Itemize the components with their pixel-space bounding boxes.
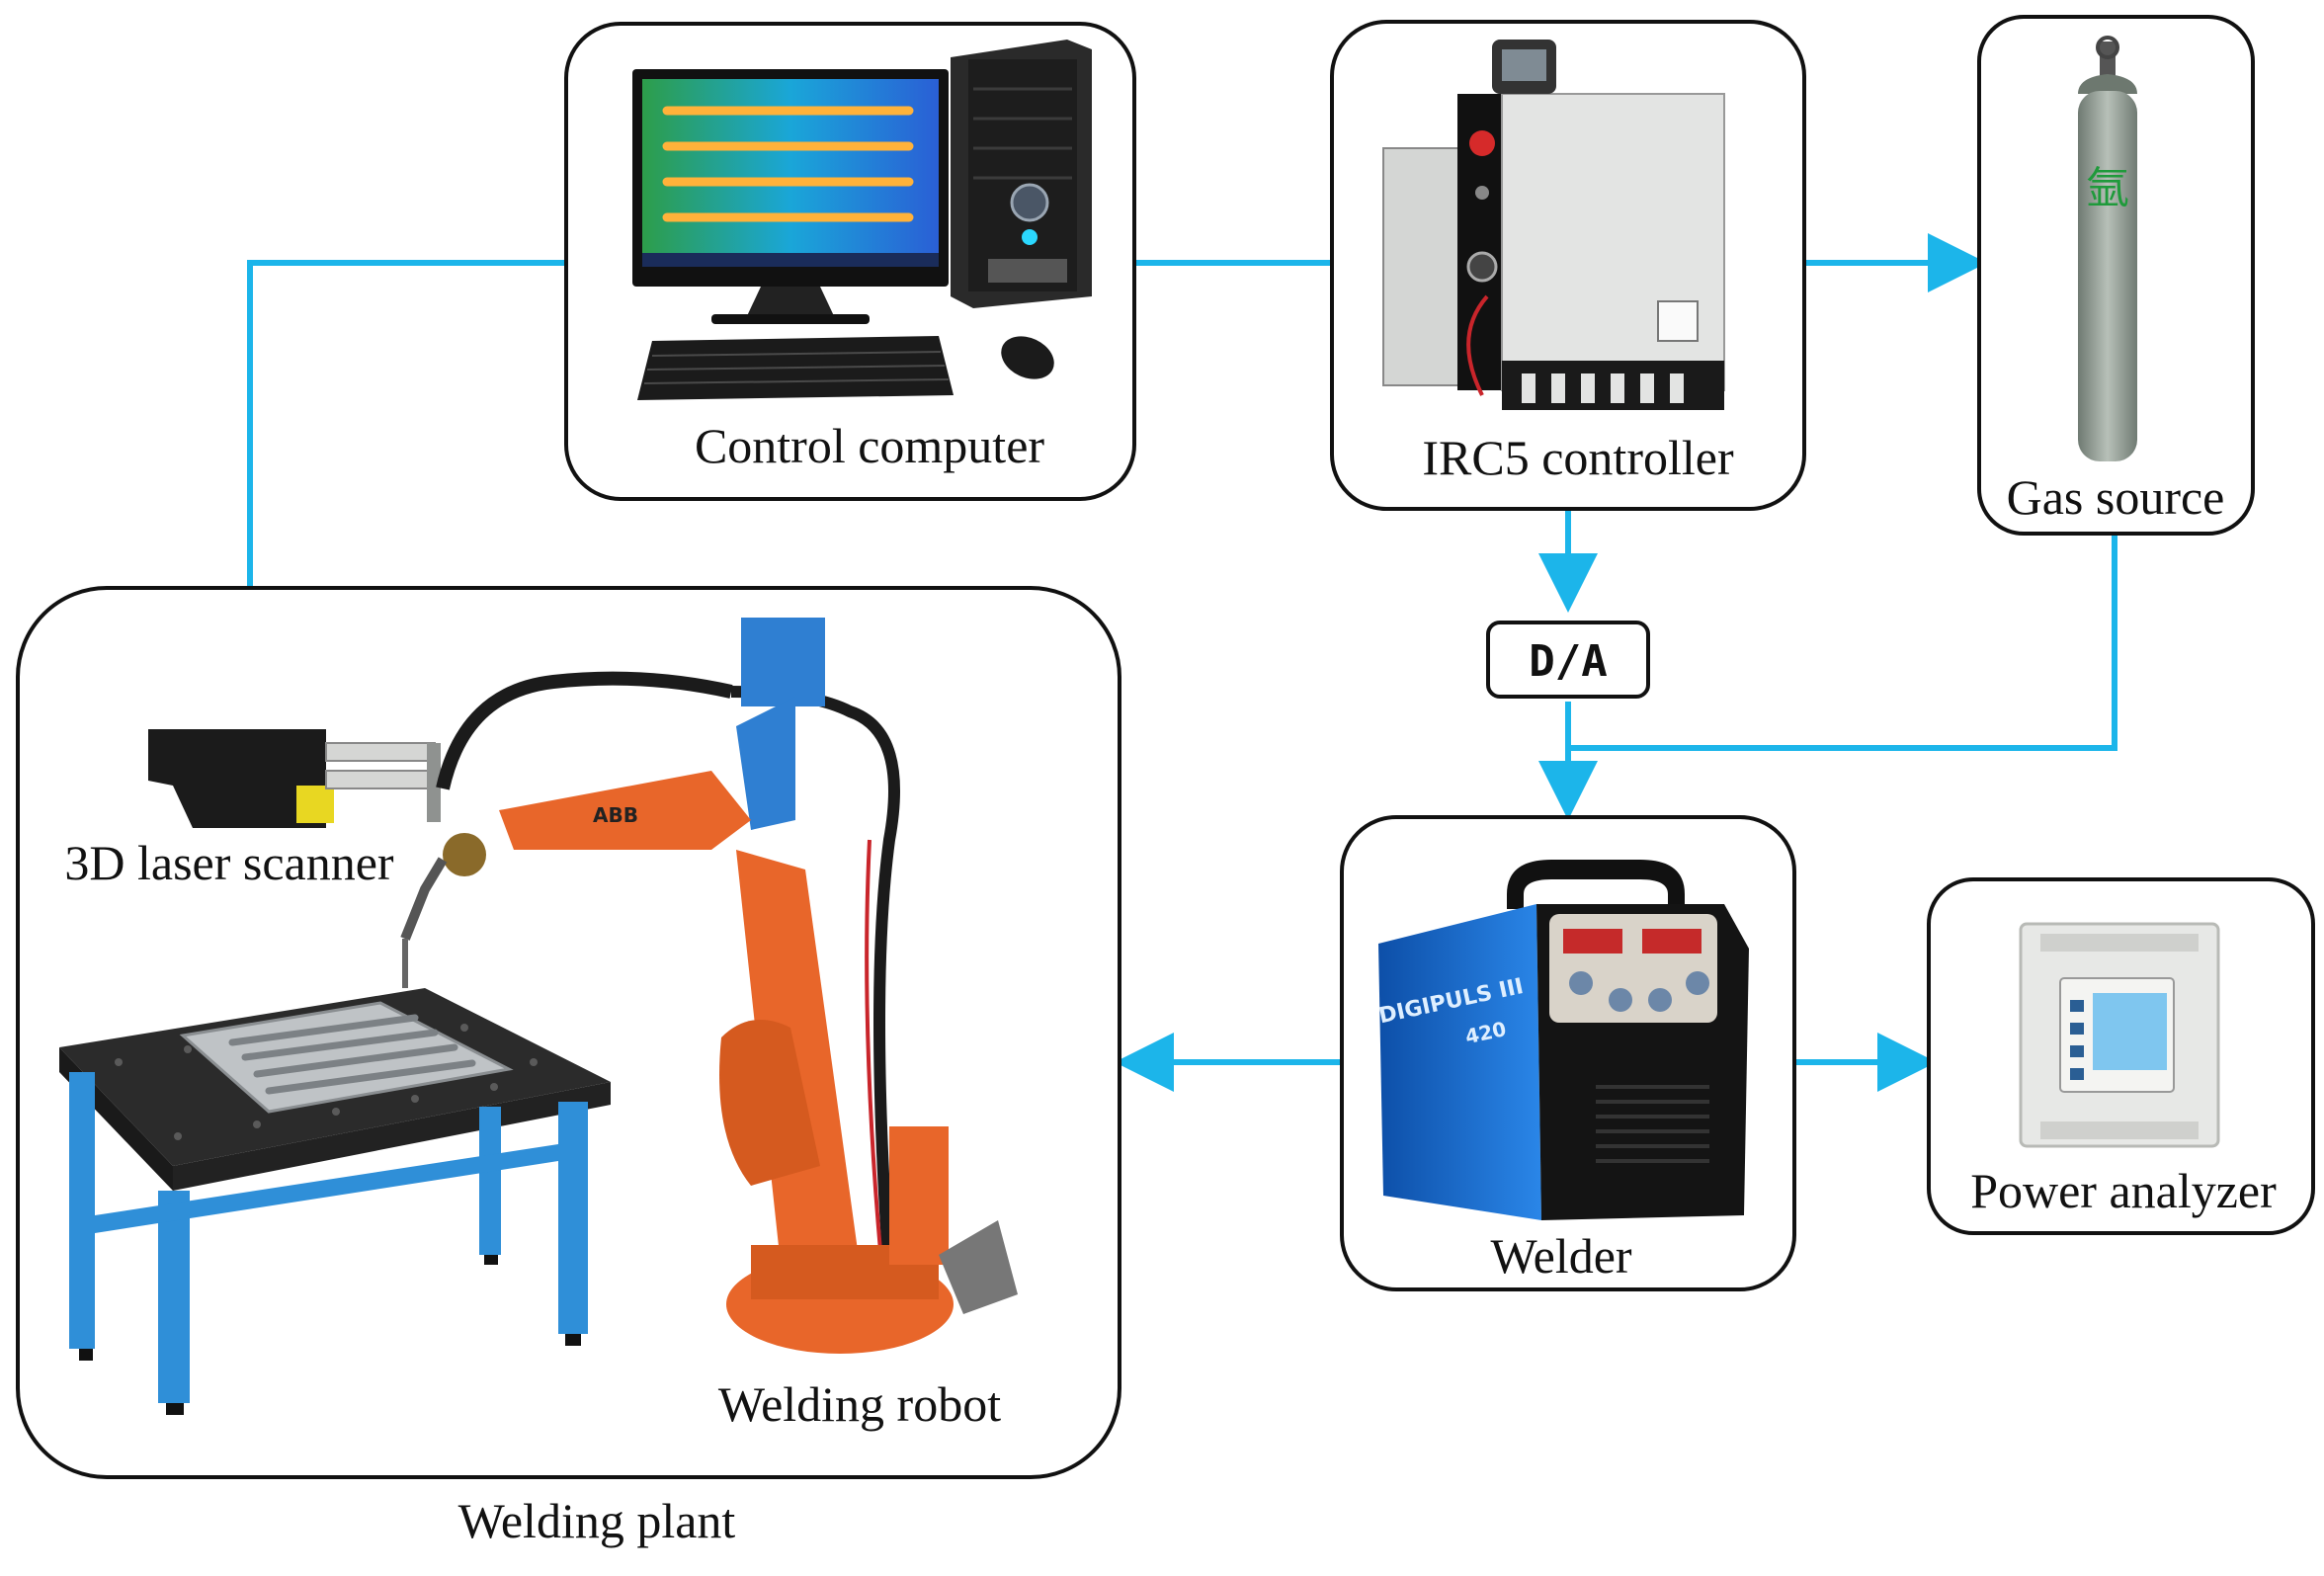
control-computer-node: Control computer <box>564 22 1136 501</box>
welding-plant-node: 3D laser scanner <box>16 586 1121 1479</box>
da-label: D/A <box>1529 636 1607 687</box>
laser-scanner-icon <box>148 729 441 828</box>
power-analyzer-device-icon <box>2019 922 2220 1148</box>
connector-gas-welder <box>1568 534 2117 751</box>
monitor-icon <box>632 69 949 324</box>
welding-table-icon <box>59 988 611 1415</box>
controller-cabinet-icon <box>1382 40 1725 410</box>
cylinder-gas-character: 氩 <box>2086 163 2129 213</box>
irc5-controller-node: IRC5 controller <box>1330 20 1806 511</box>
welding-robot-label: Welding robot <box>718 1376 1001 1432</box>
gas-cylinder-icon: 氩 <box>2078 36 2137 461</box>
connector-scanner-computer <box>247 260 566 702</box>
gas-source-label: Gas source <box>2007 469 2225 525</box>
mouse-icon <box>1001 336 1054 379</box>
da-converter-node: D/A <box>1486 621 1650 699</box>
gas-source-node: 氩 Gas source <box>1977 15 2255 536</box>
welder-node: DIGIPULS III 420 Welder <box>1340 815 1796 1291</box>
welding-robot-icon: ABB <box>400 618 1018 1354</box>
laser-scanner-label: 3D laser scanner <box>64 835 394 890</box>
power-analyzer-label: Power analyzer <box>1970 1163 2277 1218</box>
robot-logo-text: ABB <box>593 803 638 827</box>
welder-machine-icon: DIGIPULS III 420 <box>1376 860 1749 1220</box>
welder-label: Welder <box>1490 1228 1631 1284</box>
da-box <box>1486 621 1650 699</box>
control-computer-label: Control computer <box>695 418 1044 473</box>
power-analyzer-node: Power analyzer <box>1927 877 2315 1235</box>
irc5-controller-label: IRC5 controller <box>1422 430 1734 485</box>
keyboard-icon <box>637 336 954 400</box>
welding-plant-label: Welding plant <box>458 1493 736 1548</box>
connectors <box>247 233 2117 1092</box>
pc-tower-icon <box>951 40 1092 308</box>
